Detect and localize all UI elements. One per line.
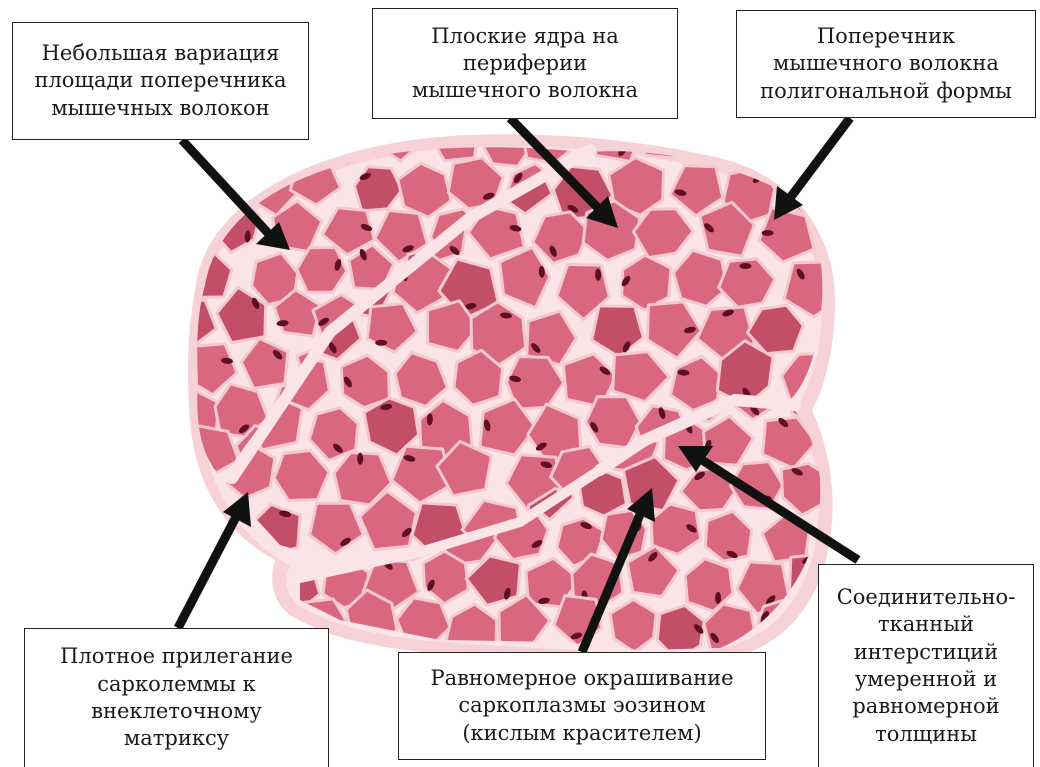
label-line: толщины: [837, 721, 1016, 748]
label-line: Равномерное окрашивание: [430, 665, 733, 692]
label-line: умеренной и: [837, 666, 1016, 693]
label-line: равномерной: [837, 693, 1016, 720]
peripheral-nucleus: [255, 147, 267, 154]
peripheral-nucleus: [734, 129, 742, 142]
label-polygonal-shape: Поперечник мышечного волокна полигональн…: [736, 10, 1036, 118]
peripheral-nucleus: [739, 263, 751, 269]
label-fiber-area-variation: Небольшая вариация площади поперечника м…: [12, 22, 309, 140]
label-sarcolemma-contact: Плотное прилегание сарколеммы к внеклето…: [24, 628, 329, 767]
muscle-fiber: [161, 477, 210, 527]
label-line: матриксу: [60, 725, 293, 752]
peripheral-nucleus: [637, 124, 650, 136]
label-line: интерстиций: [837, 639, 1016, 666]
label-line: мышечного волокна: [412, 77, 638, 104]
peripheral-nucleus: [762, 230, 774, 236]
peripheral-nucleus: [377, 127, 390, 135]
label-line: (кислым красителем): [430, 720, 733, 747]
muscle-fiber: [761, 116, 816, 172]
label-peripheral-nuclei: Плоские ядра на периферии мышечного воло…: [372, 8, 678, 119]
label-line: внеклеточному: [60, 698, 293, 725]
label-line: саркоплазмы эозином: [430, 692, 733, 719]
label-line: Плоские ядра на: [412, 23, 638, 50]
label-line: периферии: [412, 50, 638, 77]
arrow-polygonal: [774, 118, 850, 220]
peripheral-nucleus: [195, 188, 208, 195]
arrow-sarcolemma: [178, 492, 251, 628]
peripheral-nucleus: [179, 212, 192, 223]
label-connective-interstitium: Соединительно- тканный интерстиций умере…: [818, 564, 1034, 767]
label-line: Небольшая вариация: [34, 40, 286, 67]
label-line: площади поперечника: [34, 67, 286, 94]
peripheral-nucleus: [357, 453, 363, 465]
label-line: Плотное прилегание: [60, 643, 293, 670]
label-line: полигональной формы: [760, 78, 1012, 105]
label-line: тканный: [837, 611, 1016, 638]
label-line: мышечных волокон: [34, 95, 286, 122]
label-line: Поперечник: [760, 23, 1012, 50]
label-eosin-staining: Равномерное окрашивание саркоплазмы эози…: [398, 652, 766, 760]
label-line: Соединительно-: [837, 584, 1016, 611]
label-line: сарколеммы к: [60, 671, 293, 698]
peripheral-nucleus: [231, 166, 244, 178]
peripheral-nucleus: [206, 213, 218, 226]
label-line: мышечного волокна: [760, 50, 1012, 77]
